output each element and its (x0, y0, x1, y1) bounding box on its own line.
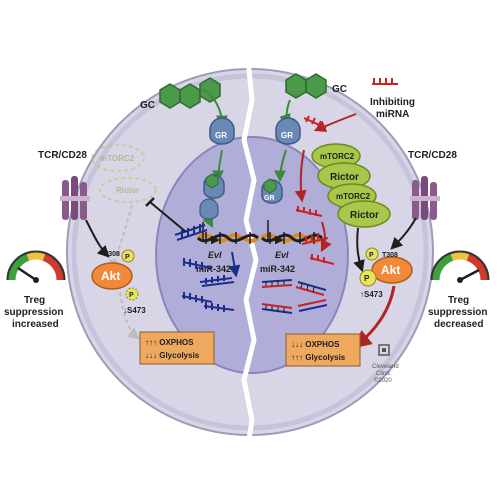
metab-left-glycolysis: ↓↓↓ Glycolysis (145, 351, 200, 360)
mirna-strand-icon (295, 206, 335, 265)
metab-left-oxphos: ↑↑↑ OXPHOS (145, 338, 194, 347)
receptor-icon: GR (275, 117, 301, 145)
metabolism-box-left: ↑↑↑ OXPHOS ↓↓↓ Glycolysis (139, 331, 215, 365)
gc-label-right: GC (332, 84, 347, 95)
receptor-icon (203, 173, 225, 199)
treg-left-line2: suppression (4, 307, 63, 318)
metabolism-box-right: ↓↓↓ OXPHOS ↑↑↑ Glycolysis (285, 333, 361, 367)
mtorc2-label-right-1: mTORC2 (320, 152, 355, 161)
rictor-label-right-1: Rictor (330, 172, 359, 183)
akt-node-left: Akt P T308 P ↓S473 (91, 249, 146, 315)
mir342-label-right: miR-342 (260, 264, 295, 274)
inhibiting-label-1: Inhibiting (370, 97, 415, 108)
mirna-strand-icon (372, 78, 398, 85)
gauge-icon (6, 250, 66, 283)
tcr-label-right: TCR/CD28 (408, 150, 457, 161)
mirna-duplex-right (261, 279, 328, 314)
treg-right-line3: decreased (434, 319, 483, 330)
tcr-receptor-right (410, 176, 440, 220)
treg-left-line1: Treg (24, 295, 45, 306)
tcr-label-left: TCR/CD28 (38, 150, 87, 161)
t308-label-right: T308 (382, 252, 398, 259)
evl-label-left: Evl (208, 250, 222, 260)
credit-line2: Clinic (376, 371, 391, 377)
s473-label-left: ↓S473 (123, 306, 146, 315)
p-t308-right: P (369, 252, 374, 259)
mtorc2-label-right-2: mTORC2 (336, 192, 371, 201)
akt-label-right: Akt (381, 263, 400, 277)
metab-right-glycolysis: ↑↑↑ Glycolysis (291, 353, 346, 362)
mirna-strand-icon (174, 224, 235, 312)
rictor-label-left: Rictor (116, 186, 139, 195)
mirna-strand-icon (303, 115, 327, 129)
mtorc2-label-left: mTORC2 (100, 154, 135, 163)
mtorc2-complex-faded: mTORC2 Rictor (91, 144, 157, 203)
rictor-label-right-2: Rictor (350, 210, 379, 221)
cleveland-clinic-logo (378, 344, 390, 356)
receptor-icon: GR (209, 117, 235, 145)
gauge-icon (430, 250, 490, 283)
tcr-receptor-left (60, 176, 90, 220)
treg-left-line3: increased (12, 319, 59, 330)
gc-label-left: GC (140, 100, 155, 111)
glucocorticoid-molecule-icon (159, 77, 221, 109)
treg-right-line1: Treg (448, 295, 469, 306)
treg-right-line2: suppression (428, 307, 487, 318)
receptor-icon (199, 198, 219, 220)
inhibiting-label-2: miRNA (376, 109, 409, 120)
glucocorticoid-molecule-icon (285, 73, 327, 99)
receptor-icon: GR (261, 178, 283, 204)
p-t308-left: P (125, 254, 130, 261)
metab-right-oxphos: ↓↓↓ OXPHOS (291, 340, 340, 349)
credit-line3: ©2020 (374, 377, 392, 384)
p-s473-right: P (364, 274, 370, 283)
akt-label-left: Akt (101, 269, 120, 283)
mir342-label-left: miR-342 (196, 264, 231, 274)
t308-label-left: T308 (104, 251, 120, 258)
s473-label-right: ↑S473 (360, 290, 383, 299)
evl-label-right: Evl (275, 250, 289, 260)
p-s473-left: P (129, 292, 134, 299)
gr-label-right-2: GR (264, 195, 275, 202)
gr-label-left-1: GR (215, 131, 227, 140)
mtorc2-complex-right: mTORC2 Rictor mTORC2 Rictor (311, 143, 391, 228)
gr-label-right-1: GR (281, 131, 293, 140)
credit-line1: Cleveland (372, 364, 399, 370)
akt-node-right: Akt P T308 P ↑S473 (359, 247, 413, 299)
center-split-line (241, 59, 259, 446)
